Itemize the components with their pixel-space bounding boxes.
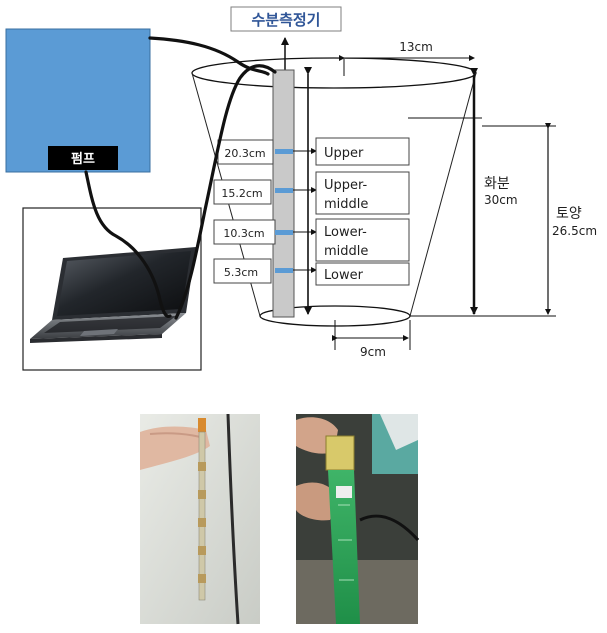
top-width-dimension: 13cm — [339, 40, 475, 76]
layer-box-upper-middle — [315, 171, 410, 215]
pump-to-laptop-cable — [84, 170, 172, 318]
pump-label-bg — [48, 146, 118, 170]
layer-box-lower — [315, 262, 410, 286]
photo-sensor-probe — [140, 413, 260, 625]
pump-to-rod-cable — [148, 36, 270, 76]
depth-label-1: 20.3cm — [224, 147, 265, 160]
depth-box-4 — [213, 258, 272, 284]
depth-box-3 — [213, 219, 276, 245]
cables — [84, 36, 277, 320]
layer-lower: Lower — [324, 268, 364, 283]
bottom-width-label: 9cm — [360, 345, 386, 359]
soil-height-dimension: 토양 26.5cm — [482, 123, 597, 317]
layer-upper-middle-2: middle — [324, 197, 368, 212]
moisture-meter-title: 수분측정기 — [230, 6, 342, 70]
photo-pcb-sensor — [296, 414, 420, 624]
pot-label: 화분 — [484, 176, 510, 192]
title-box — [230, 6, 342, 32]
layer-lower-middle-1: Lower- — [324, 225, 367, 240]
top-width-label: 13cm — [399, 40, 433, 54]
sensor-connector-2 — [275, 188, 293, 193]
layer-labels: Upper Upper- middle Lower- middle Lower — [315, 137, 410, 286]
pot-right-wall — [409, 72, 477, 317]
bottom-width-dimension: 9cm — [332, 320, 411, 359]
pot-height-dimension: 화분 30cm — [408, 68, 518, 317]
soil-height-label: 26.5cm — [552, 224, 597, 238]
depth-label-2: 15.2cm — [221, 187, 262, 200]
sensor-connector-3 — [275, 230, 293, 235]
pump-label: 펌프 — [71, 151, 95, 167]
layer-upper-middle-1: Upper- — [324, 178, 368, 193]
layer-box-upper — [315, 137, 410, 166]
depth-label-4: 5.3cm — [224, 266, 258, 279]
pump-box: 펌프 — [5, 28, 151, 173]
rod-to-laptop-cable — [174, 64, 277, 320]
sensor-rod — [272, 69, 295, 318]
sensor-connector-1 — [275, 149, 293, 154]
soil-label: 토양 — [556, 206, 582, 222]
pot-height-label: 30cm — [484, 193, 518, 207]
title-text: 수분측정기 — [251, 11, 320, 29]
depth-box-2 — [213, 179, 272, 205]
layer-lower-middle-2: middle — [324, 244, 368, 259]
depth-label-3: 10.3cm — [223, 227, 264, 240]
depth-box-1 — [217, 139, 274, 165]
sensor-rod-body — [272, 69, 295, 318]
pot-top-rim — [191, 57, 477, 89]
layer-box-lower-middle — [315, 218, 410, 262]
depth-markers: 20.3cm 15.2cm 10.3cm 5.3cm — [213, 139, 317, 284]
layer-upper: Upper — [324, 146, 364, 161]
sensor-connector-4 — [275, 268, 293, 273]
